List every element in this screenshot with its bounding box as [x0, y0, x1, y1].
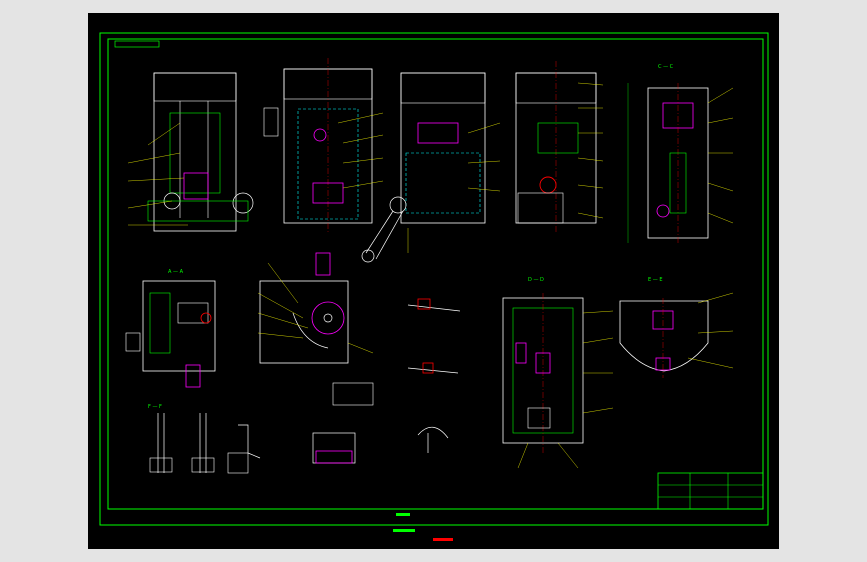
svg-text:D — D: D — D	[528, 277, 544, 283]
title-tag-box	[114, 40, 160, 48]
svg-text:A — A: A — A	[168, 269, 184, 275]
detail-views-bottom-left: F — F	[148, 404, 429, 474]
inner-frame	[107, 38, 764, 510]
outer-frame	[99, 32, 769, 526]
side-view-2	[263, 58, 384, 233]
section-b-b	[257, 252, 374, 364]
cad-viewport[interactable]: C — C A — A	[88, 13, 779, 549]
section-view-4	[515, 61, 604, 233]
cad-drawing-sheet: C — C A — A	[99, 32, 769, 541]
title-block	[657, 472, 764, 510]
detail-sketches-middle	[332, 298, 461, 439]
section-e-e: E — E	[619, 277, 734, 378]
svg-text:E — E: E — E	[648, 277, 663, 283]
section-c-c: C — C	[627, 64, 734, 243]
svg-text:F — F: F — F	[148, 404, 162, 410]
bottom-labels	[393, 513, 453, 541]
section-d-d: D — D	[502, 277, 614, 469]
svg-text:C — C: C — C	[658, 64, 674, 70]
front-view-1	[127, 72, 254, 232]
section-a-a: A — A	[125, 269, 216, 388]
side-view-3	[361, 72, 501, 263]
